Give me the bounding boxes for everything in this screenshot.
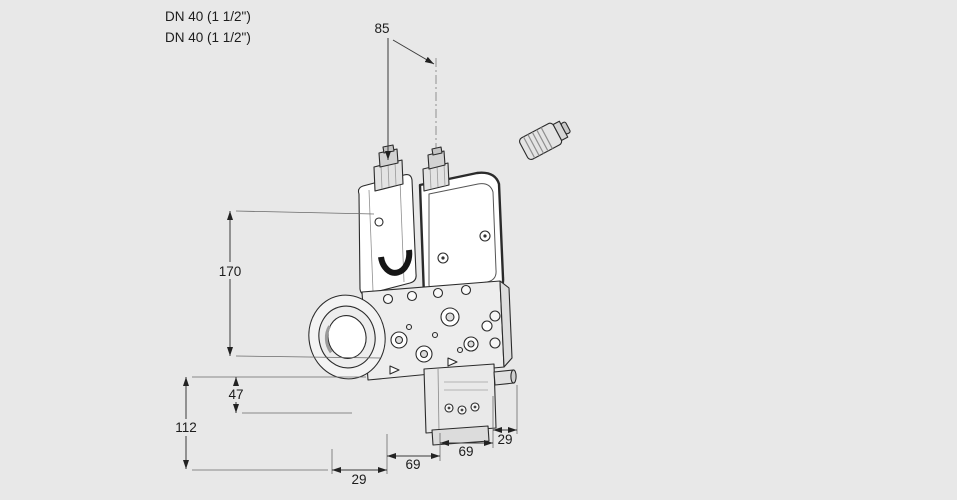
flange-bore xyxy=(327,315,367,359)
label-backing xyxy=(166,419,206,436)
label-backing xyxy=(220,386,252,402)
extension-lines xyxy=(192,210,518,474)
dim-47-label: 47 xyxy=(228,387,243,402)
valve-assembly xyxy=(308,120,571,446)
left-actuator xyxy=(357,144,417,295)
pressure-regulator-block xyxy=(423,363,517,446)
left-actuator-screw xyxy=(374,217,384,227)
port-label-top: DN 40 (1 1/2") xyxy=(165,9,251,24)
dim-29-bottom-label: 29 xyxy=(351,472,366,487)
coil-ring xyxy=(378,249,413,276)
label-backing xyxy=(212,262,248,279)
right-actuator xyxy=(418,146,505,305)
dimension-labels: DN 40 (1 1/2") DN 40 (1 1/2") 85 170 47 … xyxy=(165,9,513,487)
valve-main-body xyxy=(361,280,513,381)
dim-85-label: 85 xyxy=(374,21,389,36)
dimension-annotations xyxy=(183,38,518,474)
flow-direction-arrows xyxy=(389,357,458,375)
dim-69-right-label: 69 xyxy=(458,444,473,459)
dim-69-left-label: 69 xyxy=(405,457,420,472)
cable-connector-part xyxy=(519,120,571,161)
dim-170-label: 170 xyxy=(219,264,242,279)
body-ports xyxy=(390,307,493,363)
dim-85 xyxy=(385,38,435,160)
dim-29-right-label: 29 xyxy=(497,432,512,447)
body-bolts xyxy=(382,284,472,305)
dim-112-label: 112 xyxy=(175,420,197,435)
port-label-bottom: DN 40 (1 1/2") xyxy=(165,30,251,45)
